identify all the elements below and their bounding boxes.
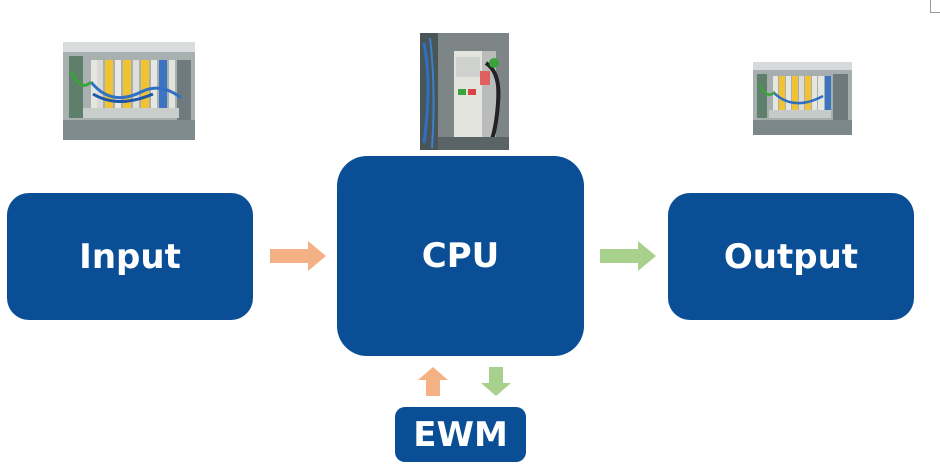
input-module-photo (63, 42, 195, 140)
ewm-to-cpu-arrow-icon (418, 367, 448, 396)
arrow-shape (600, 241, 656, 271)
cpu-to-ewm-arrow-icon (481, 367, 511, 396)
cpu-to-output-arrow-icon (600, 241, 656, 271)
arrow-shape (418, 367, 448, 396)
cpu-box: CPU (337, 156, 584, 356)
input-to-cpu-arrow-icon (270, 241, 326, 271)
cpu-module-photo (420, 33, 509, 150)
output-box: Output (668, 193, 914, 320)
input-box: Input (7, 193, 253, 320)
output-label: Output (723, 236, 859, 277)
cpu-label: CPU (421, 236, 500, 276)
output-module-photo (753, 62, 852, 135)
arrow-shape (481, 367, 511, 396)
corner-mark (930, 0, 940, 13)
arrow-shape (270, 241, 326, 271)
input-label: Input (79, 236, 181, 277)
ewm-box: EWM (395, 407, 526, 462)
ewm-label: EWM (413, 414, 508, 455)
